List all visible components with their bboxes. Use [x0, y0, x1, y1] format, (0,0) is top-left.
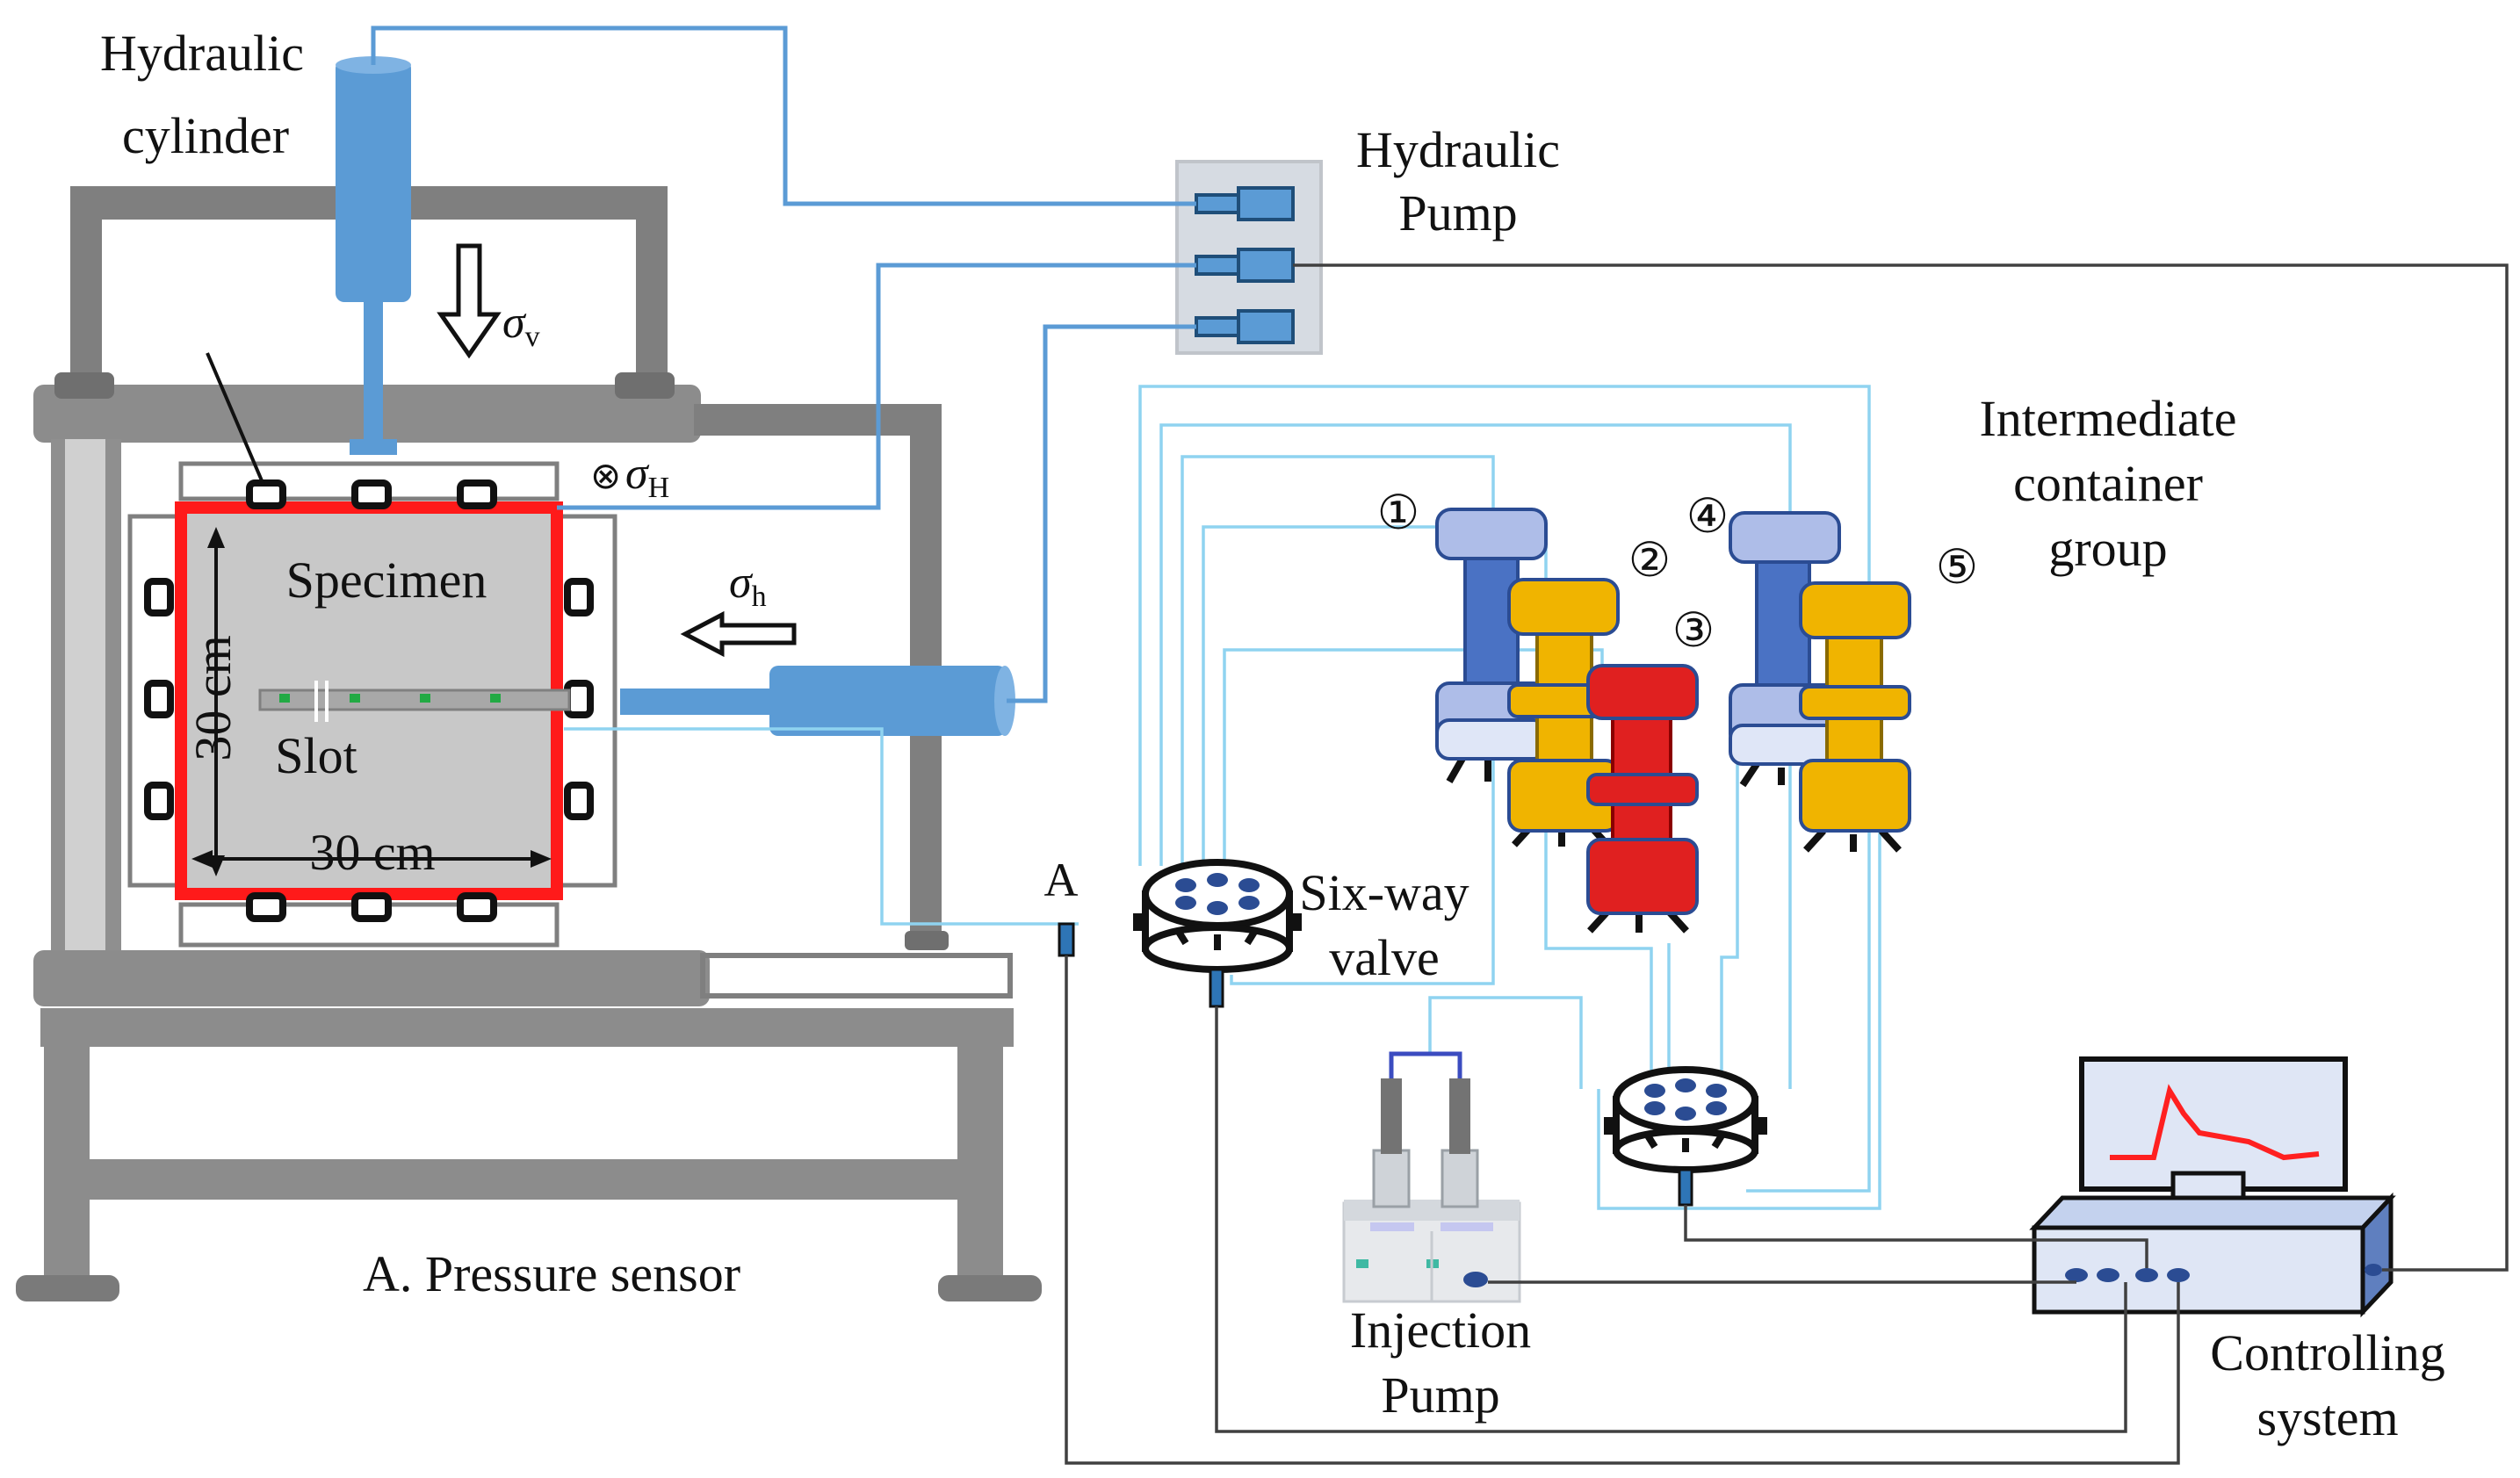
hydraulic-pump-label-line1: Hydraulic — [1356, 121, 1560, 178]
dim-vertical-label: 30 cm — [184, 635, 242, 761]
six-way-valve-label-line1: Six-way — [1299, 864, 1469, 921]
sigma-v-label: σv — [502, 298, 540, 353]
container-2 — [1507, 578, 1620, 847]
loading-frame — [16, 186, 1042, 1301]
computer-icon — [2029, 1056, 2396, 1318]
control-signal-lines — [1065, 263, 2509, 1465]
injection-pump-icon — [1342, 1051, 1521, 1303]
intermediate-label-line2: container — [2013, 455, 2203, 512]
pressure-sensor-note: A. Pressure sensor — [363, 1245, 740, 1302]
container-5 — [1799, 581, 1911, 853]
intermediate-label-line1: Intermediate — [1979, 390, 2236, 447]
sigma-H-label: σH — [625, 449, 669, 504]
container-4-number: ④ — [1686, 490, 1729, 543]
point-a-label: A — [1044, 854, 1079, 906]
container-3-number: ③ — [1672, 604, 1715, 657]
controlling-system-label-line1: Controlling — [2210, 1324, 2444, 1381]
slot-label: Slot — [275, 727, 357, 784]
pressure-sensor-icon — [1058, 922, 1075, 957]
intermediate-label-line3: group — [2048, 520, 2167, 577]
controlling-system-label-line2: system — [2256, 1389, 2398, 1446]
hydraulic-pump-icon — [1175, 160, 1323, 355]
sigma-v-arrow — [437, 243, 502, 359]
injection-pump-label-line2: Pump — [1381, 1366, 1499, 1424]
six-way-valve-icon — [1133, 859, 1302, 1008]
injection-pump-label-line1: Injection — [1350, 1301, 1531, 1359]
fluid-pipe-network — [564, 385, 1881, 1210]
dim-horizontal-label: 30 cm — [309, 824, 435, 881]
container-5-number: ⑤ — [1936, 541, 1978, 594]
specimen-label: Specimen — [286, 552, 487, 609]
container-3 — [1586, 664, 1699, 934]
six-way-valve-label-line2: valve — [1329, 929, 1440, 986]
hydraulic-cylinder-label-line2: cylinder — [122, 107, 289, 164]
horizontal-hydraulic-cylinder — [620, 666, 1015, 736]
hydraulic-lines — [371, 25, 1196, 703]
secondary-six-way-valve-icon — [1604, 1066, 1767, 1207]
container-2-number: ② — [1628, 534, 1671, 587]
container-1-number: ① — [1377, 487, 1419, 539]
slot-bar — [258, 689, 571, 711]
sigma-h-label: σh — [729, 558, 767, 613]
sigma-H-prefix: ⊗ — [590, 457, 621, 497]
specimen-assembly: Specimen Slot 30 cm 30 cm — [127, 352, 617, 948]
hydraulic-cylinder-label-line1: Hydraulic — [100, 25, 304, 82]
container-4 — [1729, 511, 1841, 788]
sigma-h-arrow — [680, 610, 797, 658]
container-1 — [1435, 508, 1548, 783]
vertical-hydraulic-cylinder — [336, 56, 411, 455]
hydraulic-pump-label-line2: Pump — [1398, 184, 1517, 242]
